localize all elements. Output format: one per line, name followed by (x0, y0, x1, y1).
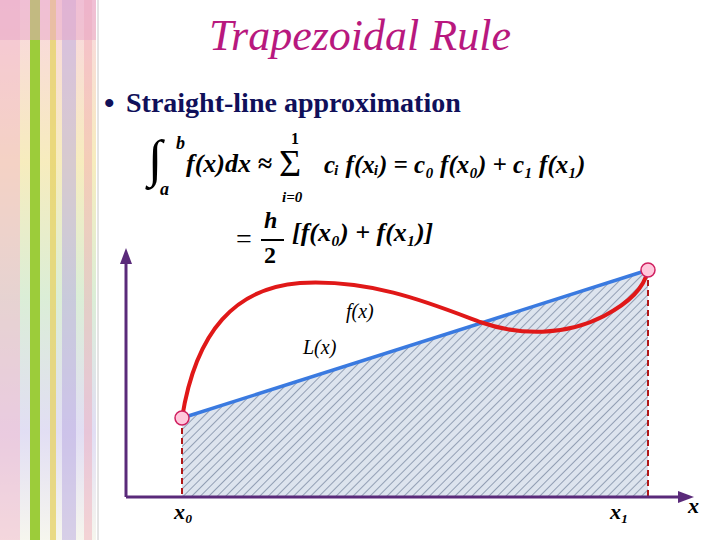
curve-label: f(x) (346, 300, 374, 322)
integral-sign: ∫ (148, 130, 162, 187)
lower-limit: a (160, 180, 169, 200)
upper-limit: b (176, 134, 185, 154)
end-point (641, 263, 655, 277)
bullet-text: Straight-line approximation (126, 88, 461, 119)
fraction-bar (261, 239, 284, 241)
sum-sign: Σ (279, 143, 301, 185)
fraction-numerator: h (264, 207, 277, 233)
function-curve (182, 270, 648, 418)
sum-lower: i=0 (282, 189, 302, 206)
side-decoration (0, 0, 98, 540)
axis-label: x (688, 494, 699, 518)
trapezoid-formula: [f(x₀) + f(x₁)] (292, 219, 433, 248)
weighted-sum: cᵢ f(xᵢ) = c₀ f(x₀) + c₁ f(x₁) (324, 151, 585, 179)
end-point (175, 411, 189, 425)
fraction-denominator: 2 (264, 242, 276, 268)
axes (120, 248, 694, 503)
dashed-x0 (181, 418, 183, 497)
trapezoid-area (182, 270, 648, 497)
slide-title: Trapezoidal Rule (0, 12, 720, 60)
dashed-x1 (647, 270, 649, 497)
integrand: f(x)dx ≈ (186, 150, 272, 179)
line-label: L(x) (303, 336, 336, 358)
axis-tick-label: x₁ (610, 500, 629, 524)
equals-sign: = (236, 224, 252, 255)
straight-line-L (182, 270, 648, 418)
axis-tick-label: x₀ (174, 500, 193, 524)
bullet: • (104, 86, 115, 119)
